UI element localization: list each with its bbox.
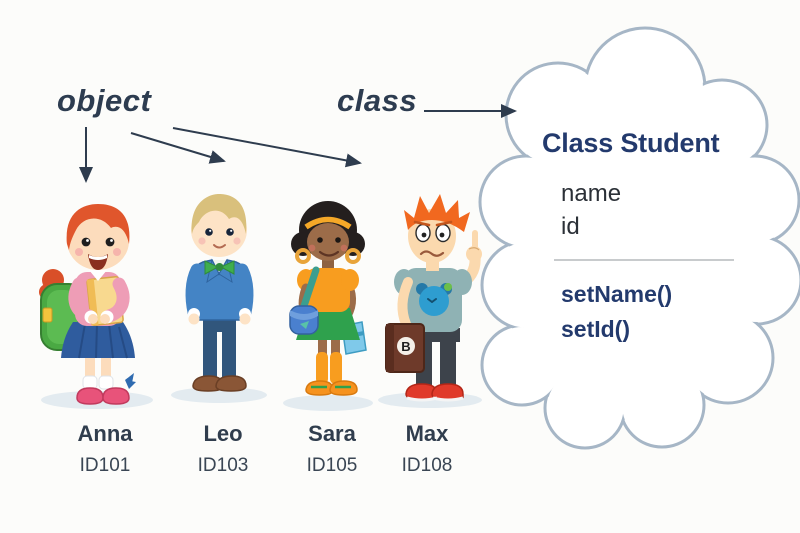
student-id-sara: ID105	[306, 455, 358, 476]
object-label: object	[57, 83, 152, 118]
student-id-max: ID108	[401, 455, 453, 476]
student-name-max: Max	[405, 421, 449, 446]
student-id-anna: ID101	[79, 455, 131, 476]
class-label: class	[337, 83, 418, 118]
book-letter: B	[401, 339, 410, 354]
girl-curly-hair-orange-shirt-icon	[283, 201, 373, 411]
class-attribute-id: id	[561, 213, 580, 240]
arrow-object-to-students	[172, 127, 362, 168]
boy-orange-spiky-hair-icon: B	[378, 194, 482, 408]
class-attribute-name: name	[561, 180, 622, 207]
arrow-object-to-leo	[130, 132, 226, 164]
class-card-title: Class Student	[542, 128, 720, 158]
girl-red-hair-backpack-icon	[39, 204, 153, 409]
class-method-setname: setName()	[561, 281, 673, 307]
boy-blond-blazer-icon	[171, 194, 267, 403]
class-card-divider	[554, 259, 734, 261]
student-id-leo: ID103	[197, 455, 249, 476]
student-name-sara: Sara	[308, 421, 356, 446]
student-name-leo: Leo	[203, 421, 243, 446]
class-method-setid: setId()	[561, 316, 630, 342]
student-name-anna: Anna	[77, 421, 133, 446]
